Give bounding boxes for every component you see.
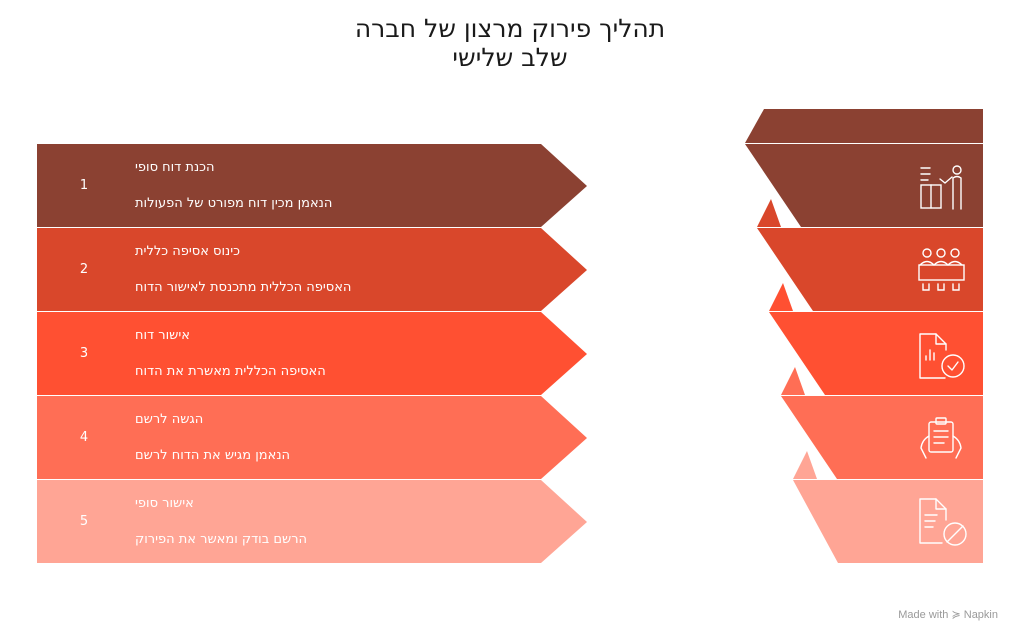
step-3-description: האסיפה הכללית מאשרת את הדוח bbox=[135, 364, 326, 379]
step-4-connector bbox=[793, 451, 817, 479]
stack-top-cap bbox=[745, 109, 983, 143]
title-line-1: תהליך פירוק מרצון של חברה bbox=[354, 14, 666, 43]
meeting-icon bbox=[918, 248, 965, 291]
step-3-connector bbox=[781, 367, 805, 395]
step-5-number: 5 bbox=[79, 514, 89, 529]
step-3-title: אישור דוח bbox=[135, 328, 190, 343]
step-4-description: הנאמן מגיש את הדוח לרשם bbox=[135, 448, 291, 463]
step-5-block bbox=[793, 480, 983, 563]
diagram-title: תהליך פירוק מרצון של חברה שלב שלישי bbox=[0, 14, 1020, 72]
step-1-number: 1 bbox=[79, 178, 89, 193]
step-2-block bbox=[757, 228, 983, 311]
document-denied-icon bbox=[919, 498, 967, 546]
step-3-block bbox=[769, 312, 983, 395]
step-5-title: אישור סופי bbox=[135, 496, 194, 511]
step-2-connector bbox=[769, 283, 793, 311]
step-5-description: הרשם בודק ומאשר את הפירוק bbox=[135, 532, 308, 547]
title-line-2: שלב שלישי bbox=[452, 43, 568, 72]
step-1-connector bbox=[757, 199, 781, 227]
made-with-text: Made with bbox=[898, 609, 949, 621]
step-1-block bbox=[745, 144, 983, 227]
step-2-arrow bbox=[37, 228, 587, 311]
step-1-arrow bbox=[37, 144, 587, 227]
step-3-number: 3 bbox=[79, 346, 89, 361]
step-4-block bbox=[781, 396, 983, 479]
step-2-title: כינוס אסיפה כללית bbox=[135, 244, 240, 259]
step-2-description: האסיפה הכללית מתכנסת לאישור הדוח bbox=[135, 280, 352, 295]
napkin-brand-text: Napkin bbox=[963, 609, 998, 621]
step-4-number: 4 bbox=[79, 430, 89, 445]
step-1-description: הנאמן מכין דוח מפורט של הפעולות bbox=[135, 196, 333, 211]
step-2-number: 2 bbox=[79, 262, 89, 277]
step-1-title: הכנת דוח סופי bbox=[135, 160, 215, 175]
presenter-icon bbox=[920, 165, 962, 210]
report-approved-icon bbox=[919, 333, 965, 379]
step-5-arrow bbox=[37, 480, 587, 563]
step-3-arrow bbox=[37, 312, 587, 395]
step-4-arrow bbox=[37, 396, 587, 479]
clipboard-hand-icon bbox=[920, 417, 962, 459]
step-4-title: הגשה לרשם bbox=[135, 412, 204, 427]
napkin-watermark: Made with ≽ Napkin bbox=[898, 608, 998, 621]
napkin-logo-icon: ≽ bbox=[951, 609, 961, 621]
